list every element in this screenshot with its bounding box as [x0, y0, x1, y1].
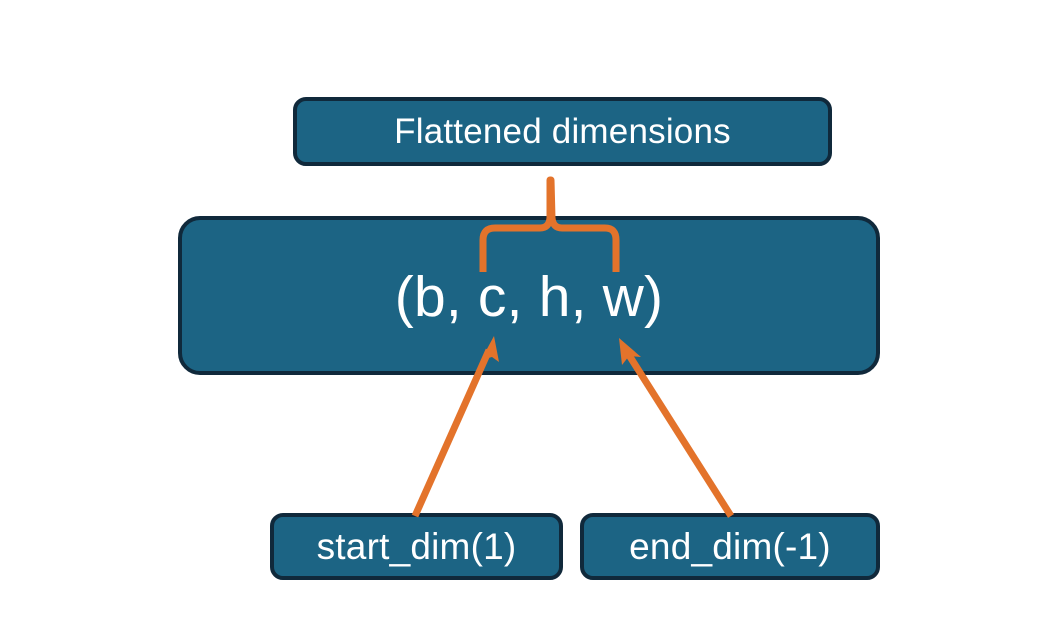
flattened-dimensions-label: Flattened dimensions — [394, 112, 731, 151]
end-dim-node[interactable]: end_dim(-1) — [580, 513, 880, 580]
tensor-shape-label: (b, c, h, w) — [394, 265, 664, 329]
end-dim-label: end_dim(-1) — [629, 526, 831, 567]
start-dim-label: start_dim(1) — [316, 526, 517, 567]
start-dim-node[interactable]: start_dim(1) — [270, 513, 563, 580]
flattened-dimensions-node[interactable]: Flattened dimensions — [293, 97, 832, 166]
tensor-shape-node[interactable]: (b, c, h, w) — [178, 216, 880, 375]
